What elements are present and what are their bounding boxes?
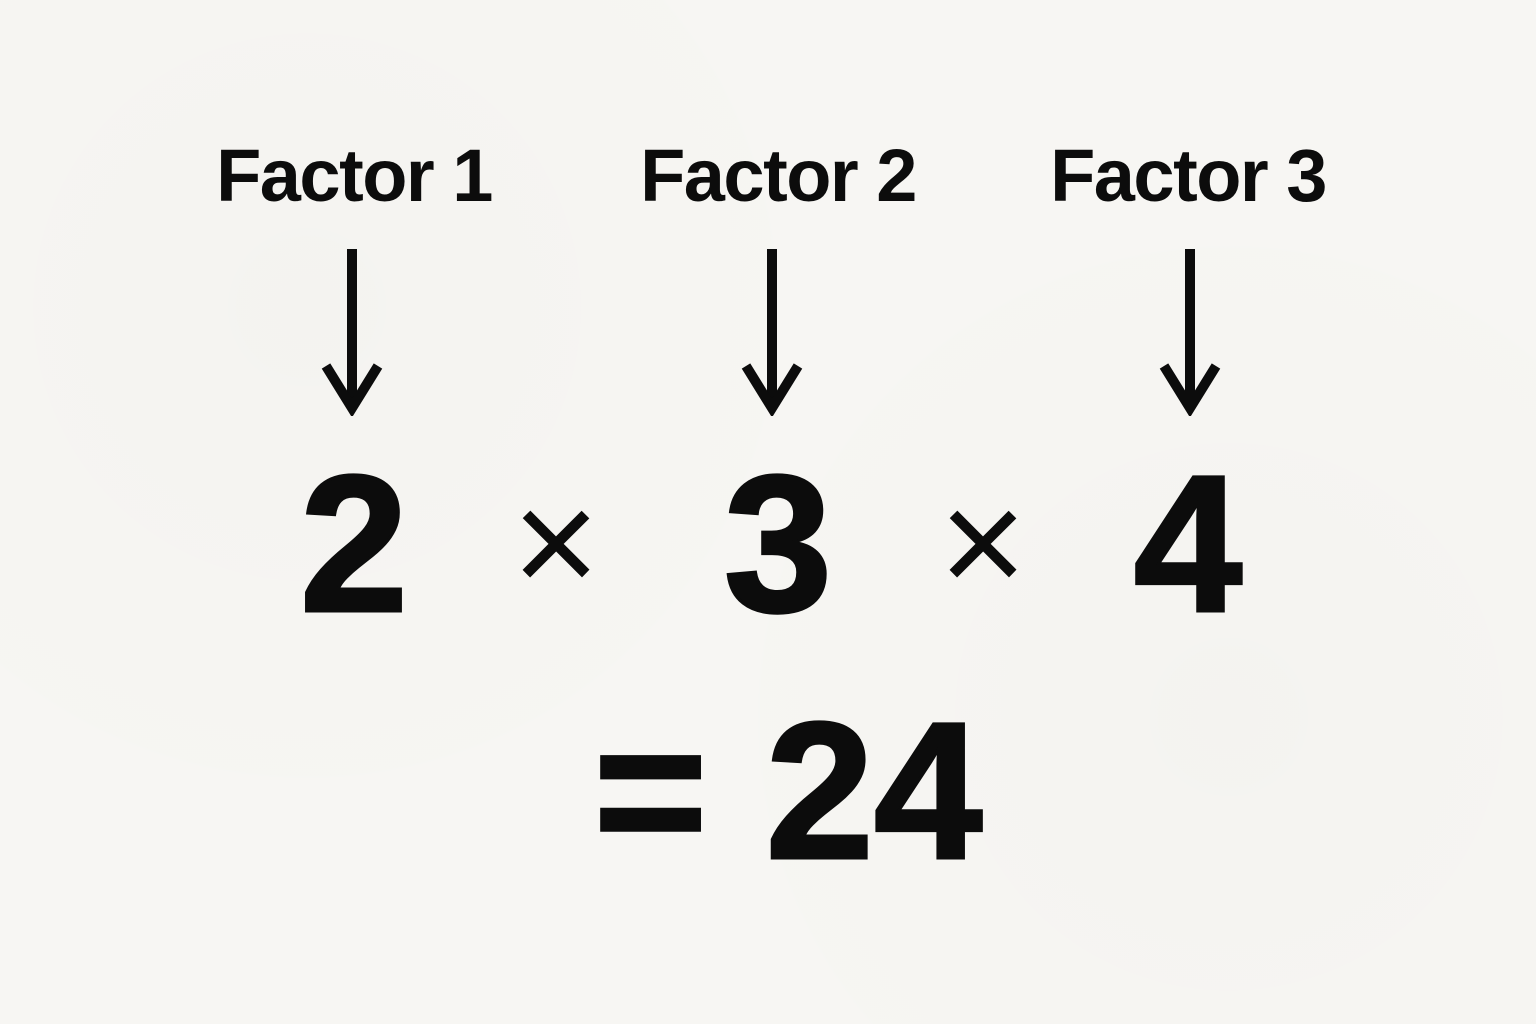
equals-sign: =	[592, 682, 709, 900]
factor-3-label: Factor 3	[1050, 134, 1327, 217]
factor-2-value: 3	[722, 435, 833, 653]
down-arrow-icon	[1159, 249, 1221, 416]
down-arrow-icon	[321, 249, 383, 416]
result-row: = 24	[592, 682, 984, 900]
factor-2-label: Factor 2	[640, 134, 917, 217]
factor-1-value: 2	[298, 435, 409, 653]
factor-3-value: 4	[1132, 435, 1243, 653]
multiply-sign: ×	[939, 458, 1027, 626]
factor-1-label: Factor 1	[216, 134, 493, 217]
multiply-sign: ×	[512, 458, 600, 626]
result-value: 24	[764, 682, 984, 900]
down-arrow-icon	[741, 249, 803, 416]
